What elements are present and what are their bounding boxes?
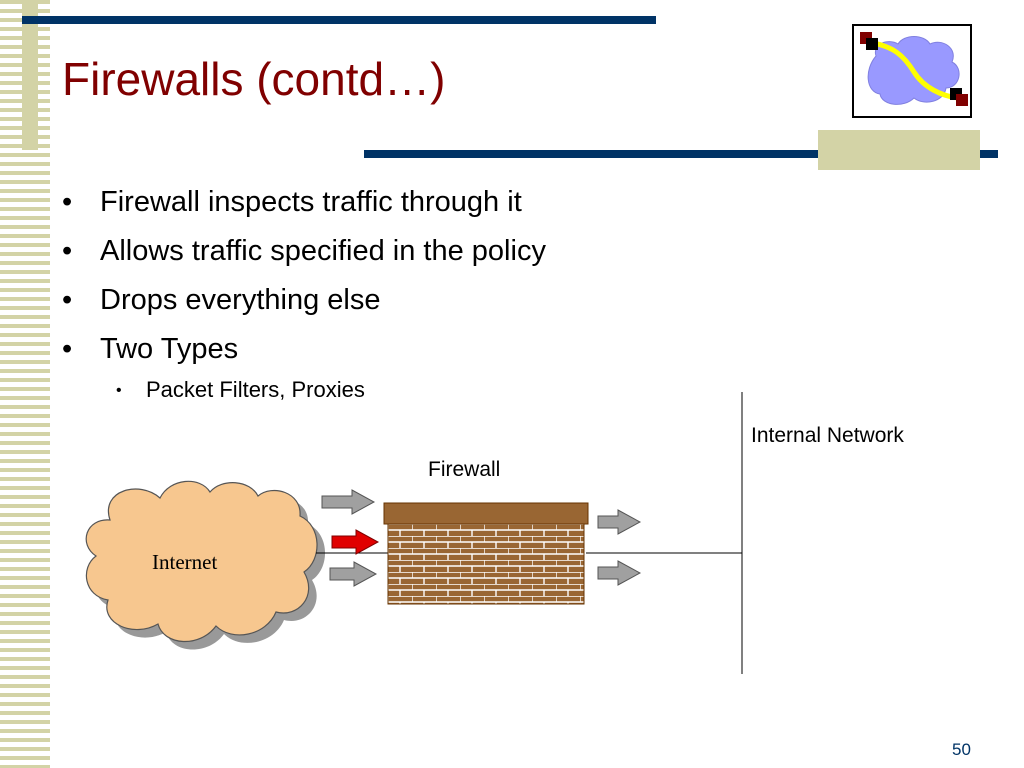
network-logo bbox=[852, 24, 972, 118]
internet-cloud bbox=[85, 480, 326, 650]
passed-arrow-icon bbox=[597, 509, 642, 535]
bullet-text: Firewall inspects traffic through it bbox=[100, 186, 522, 218]
firewall-label: Firewall bbox=[428, 458, 501, 481]
sub-bullet-list: • Packet Filters, Proxies bbox=[116, 376, 365, 405]
bullet-text: Drops everything else bbox=[100, 284, 381, 316]
bullet-text: Allows traffic specified in the policy bbox=[100, 235, 546, 267]
sub-bullet-item: • Packet Filters, Proxies bbox=[116, 376, 365, 405]
bullet-item: • Allows traffic specified in the policy bbox=[62, 227, 546, 276]
passed-arrow-icon bbox=[597, 560, 642, 586]
allowed-arrow-icon bbox=[321, 489, 376, 515]
sub-bullet-icon: • bbox=[116, 382, 122, 399]
blocked-arrow-icon bbox=[331, 529, 380, 555]
bullet-item: • Two Types bbox=[62, 325, 546, 374]
brick-firewall bbox=[383, 502, 589, 605]
decorative-strip bbox=[22, 0, 38, 150]
accent-block bbox=[818, 130, 980, 170]
internal-network-label: Internal Network bbox=[751, 424, 904, 447]
page-number: 50 bbox=[952, 740, 971, 759]
slide-title: Firewalls (contd…) bbox=[62, 53, 446, 105]
bullet-icon: • bbox=[62, 235, 73, 267]
title-underline-rule bbox=[364, 150, 998, 158]
sub-bullet-text: Packet Filters, Proxies bbox=[146, 377, 365, 402]
bullet-item: • Drops everything else bbox=[62, 276, 546, 325]
bullet-icon: • bbox=[62, 333, 73, 365]
top-rule bbox=[22, 16, 656, 24]
internet-label: Internet bbox=[152, 550, 218, 574]
bullet-item: • Firewall inspects traffic through it bbox=[62, 178, 546, 227]
network-cloud-icon bbox=[860, 32, 968, 106]
bullet-text: Two Types bbox=[100, 333, 239, 365]
allowed-arrow-icon bbox=[329, 561, 378, 587]
bullet-icon: • bbox=[62, 186, 73, 218]
bullet-icon: • bbox=[62, 284, 73, 316]
bullet-list: • Firewall inspects traffic through it • A… bbox=[62, 178, 546, 374]
